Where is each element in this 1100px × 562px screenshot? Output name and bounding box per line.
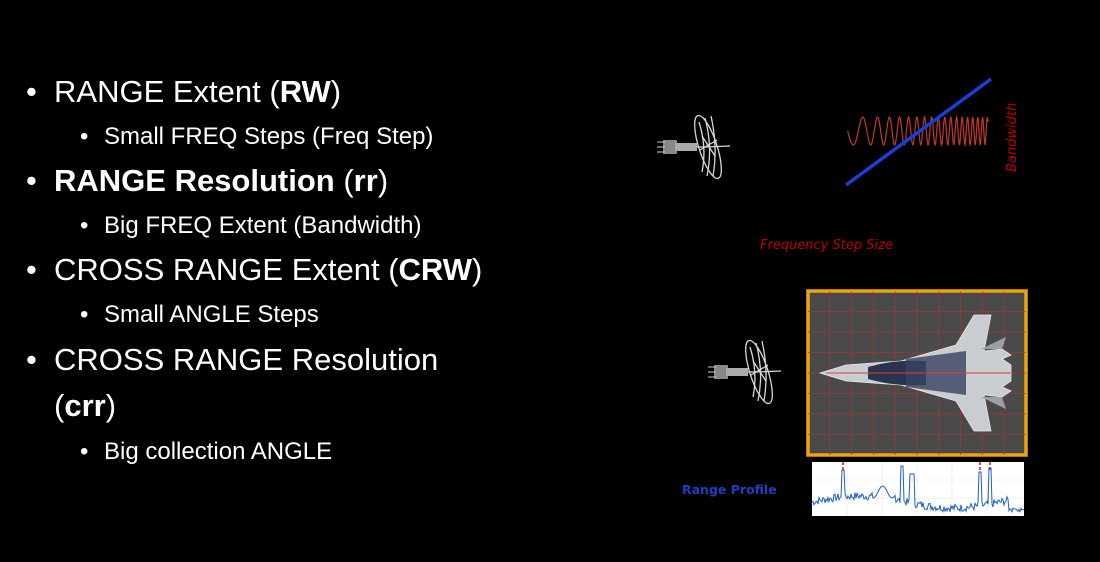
bullet-close-paren: ) [472,252,483,287]
sub-bullet-freq-steps: Small FREQ Steps (Freq Step) [26,114,586,159]
bullet-list: RANGE Extent (RW) Small FREQ Steps (Freq… [26,70,586,474]
bullet-cross-range-resolution: CROSS RANGE Resolution (crr) [26,337,586,429]
fighter-jet-icon [818,314,1012,432]
bullet-bold-term: rr [353,163,378,198]
bullet-text: ( [334,163,354,198]
bullet-close-paren: ) [377,163,389,198]
aircraft-image-frame [806,289,1028,457]
bullet-bold-lead: RANGE Resolution [54,163,335,198]
bandwidth-ramp-line [844,77,993,187]
bullet-cross-range-extent: CROSS RANGE Extent (CRW) [26,248,586,292]
radar-dish-top-icon [657,114,731,180]
bullet-bold-term: RW [279,74,331,109]
bullet-range-extent: RANGE Extent (RW) [26,70,586,114]
range-profile-trace [811,465,1025,514]
frequency-step-size-label: Frequency Step Size [760,238,893,253]
frequency-chirp-diagram [844,77,993,187]
bullet-close-paren: ) [105,388,117,423]
sub-bullet-angle-steps: Small ANGLE Steps [26,292,586,337]
sub-bullet-freq-extent: Big FREQ Extent (Bandwidth) [26,203,586,248]
bullet-close-paren: ) [330,74,342,109]
bullet-bold-term: CRW [398,252,473,287]
bullet-open-paren: ( [54,388,65,423]
bullet-bold-term: crr [64,388,106,423]
range-profile-plot [811,462,1025,516]
bullet-text: CROSS RANGE Resolution [54,342,439,377]
stepped-frequency-waveform [847,114,989,148]
bullet-text: RANGE Extent ( [54,74,280,109]
sub-bullet-collection-angle: Big collection ANGLE [26,429,586,474]
range-profile-label: Range Profile [682,482,777,497]
radar-dish-bottom-icon [708,339,782,405]
bullet-text: CROSS RANGE Extent ( [54,252,399,287]
bandwidth-label: Bandwidth [1005,102,1020,172]
range-profile-markers [842,462,991,472]
bullet-range-resolution: RANGE Resolution (rr) [26,159,586,203]
